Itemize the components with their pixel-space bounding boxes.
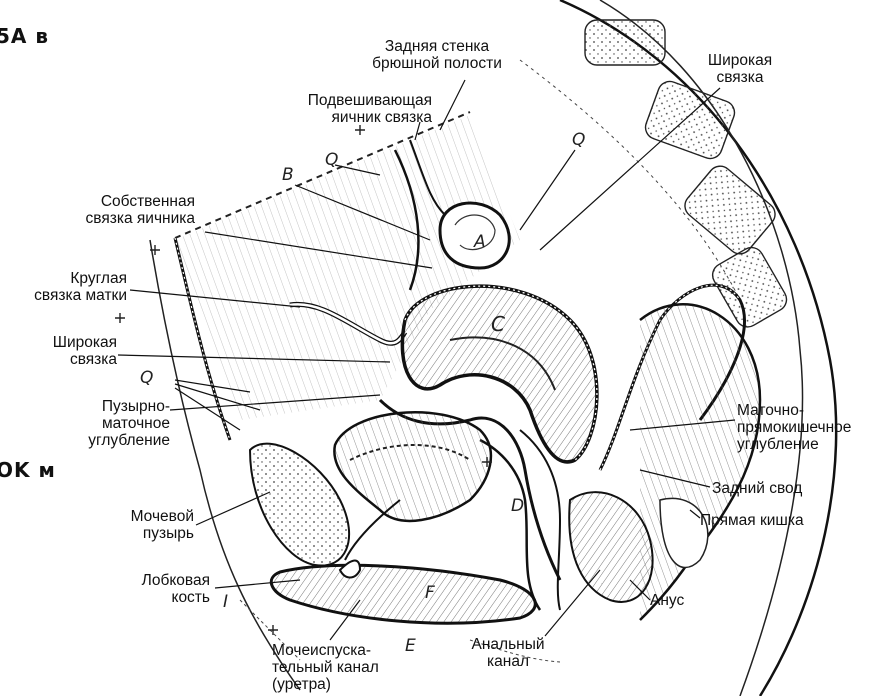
letter-d: D (511, 496, 524, 516)
label-bladder: Мочевой пузырь (92, 508, 194, 542)
label-rectouterine-pouch: Маточно- прямокишечное углубление (737, 402, 882, 453)
letter-e: E (405, 636, 416, 656)
bladder (334, 412, 491, 521)
label-broad-ligament-top: Широкая связка (690, 52, 790, 86)
letter-q-top: Q (325, 150, 338, 170)
label-pubic-bone: Лобковая кость (98, 572, 210, 606)
letter-i: I (223, 592, 228, 612)
letter-c: C (491, 312, 505, 336)
label-rectum: Прямая кишка (700, 512, 830, 529)
pubic-bone (250, 444, 349, 566)
label-urethra: Мочеиспуска- тельный канал (уретра) (272, 642, 402, 693)
label-suspensory-ligament: Подвешивающая яичник связка (270, 92, 432, 126)
label-vesicouterine-pouch: Пузырно- маточное углубление (60, 398, 170, 449)
label-anus: Анус (650, 592, 710, 609)
label-posterior-wall: Задняя стенка брюшной полости (352, 38, 522, 72)
letter-q-right: Q (572, 130, 585, 150)
label-broad-ligament-left: Широкая связка (20, 334, 117, 368)
letter-q-left: Q (140, 368, 153, 388)
label-posterior-fornix: Задний свод (712, 480, 832, 497)
letter-b: B (282, 165, 294, 185)
label-anal-canal: Анальный канал (460, 636, 556, 670)
letter-f: F (425, 583, 435, 603)
letter-a: A (474, 232, 486, 252)
label-round-ligament: Круглая связка матки (0, 270, 127, 304)
label-ovarian-ligament: Собственная связка яичника (50, 193, 195, 227)
perineum (271, 565, 535, 623)
